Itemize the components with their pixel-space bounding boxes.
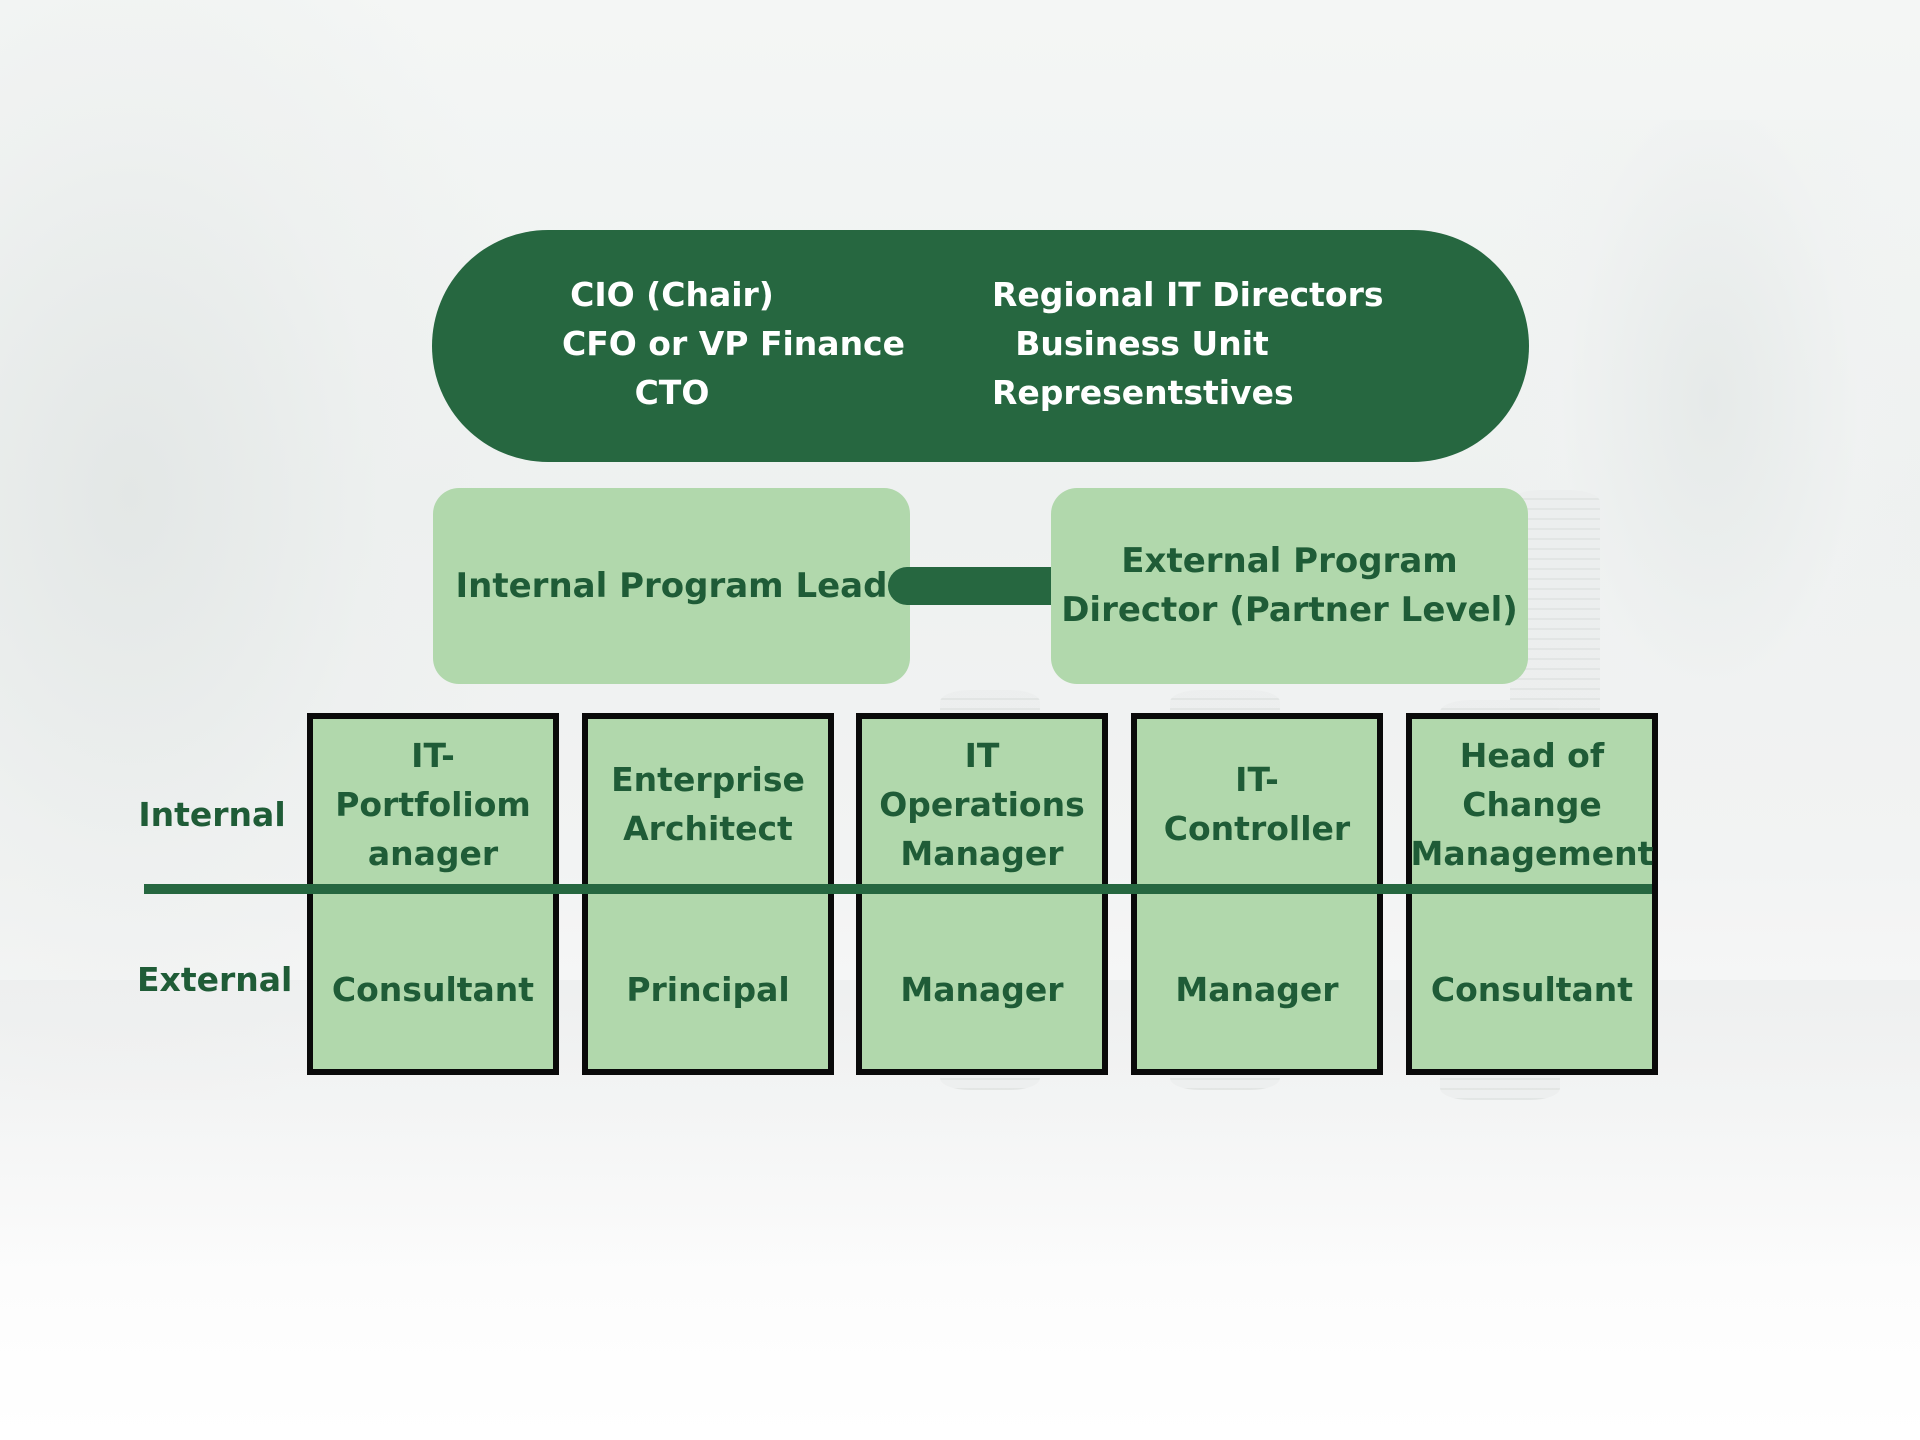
role-box-portfolio: IT- Portfoliom anager Consultant	[307, 713, 559, 1075]
role-line: IT	[964, 735, 1000, 775]
board-right-column: Regional IT Directors Business Unit Repr…	[992, 270, 1384, 417]
board-member: Representstives	[992, 373, 1294, 412]
role-line: Head of	[1459, 735, 1605, 775]
role-internal-title: IT- Portfoliom anager	[313, 719, 553, 889]
steering-board: CIO (Chair) CFO or VP Finance CTO Region…	[432, 230, 1529, 462]
external-lead-line: Director (Partner Level)	[1061, 590, 1518, 630]
row-label-internal: Internal	[138, 795, 286, 834]
board-left-column: CIO (Chair) CFO or VP Finance CTO	[562, 270, 906, 417]
role-line: Operations	[879, 784, 1085, 824]
role-internal-title: IT Operations Manager	[862, 719, 1102, 889]
board-member: CTO	[634, 373, 710, 412]
board-member: Regional IT Directors	[992, 275, 1384, 314]
internal-program-lead: Internal Program Lead	[433, 488, 910, 684]
role-box-change-management: Head of Change Management Consultant	[1406, 713, 1658, 1075]
role-line: Portfoliom	[335, 784, 531, 824]
role-line: Change	[1462, 784, 1602, 824]
role-line: Controller	[1163, 809, 1351, 848]
role-line: IT-	[1235, 760, 1279, 799]
role-internal-title: Enterprise Architect	[588, 719, 828, 889]
role-line: IT-	[411, 735, 455, 775]
role-external-title: Manager	[1175, 969, 1339, 1009]
role-external-title: Consultant	[1430, 969, 1634, 1009]
role-external-title: Manager	[900, 969, 1064, 1009]
external-program-director: External Program Director (Partner Level…	[1051, 488, 1528, 684]
role-line: Architect	[623, 809, 793, 848]
role-line: anager	[367, 833, 499, 873]
role-box-operations: IT Operations Manager Manager	[856, 713, 1108, 1075]
lead-connector	[888, 567, 1073, 605]
board-member: CIO (Chair)	[570, 275, 774, 314]
internal-external-divider	[144, 884, 1652, 894]
role-external-title: Principal	[626, 969, 790, 1009]
board-member: Business Unit	[1015, 324, 1269, 363]
role-line: Management	[1410, 833, 1654, 873]
role-internal-title: Head of Change Management	[1410, 719, 1654, 889]
role-internal-title: IT- Controller	[1137, 719, 1377, 889]
internal-lead-label: Internal Program Lead	[455, 565, 888, 606]
board-member: CFO or VP Finance	[562, 324, 906, 363]
external-lead-label: External Program Director (Partner Level…	[1061, 537, 1518, 635]
role-box-architect: Enterprise Architect Principal	[582, 713, 834, 1075]
role-box-controller: IT- Controller Manager	[1131, 713, 1383, 1075]
role-line: Manager	[900, 833, 1064, 873]
row-label-external: External	[137, 960, 293, 999]
external-lead-line: External Program	[1121, 541, 1458, 581]
role-line: Enterprise	[611, 760, 805, 799]
role-external-title: Consultant	[331, 969, 535, 1009]
